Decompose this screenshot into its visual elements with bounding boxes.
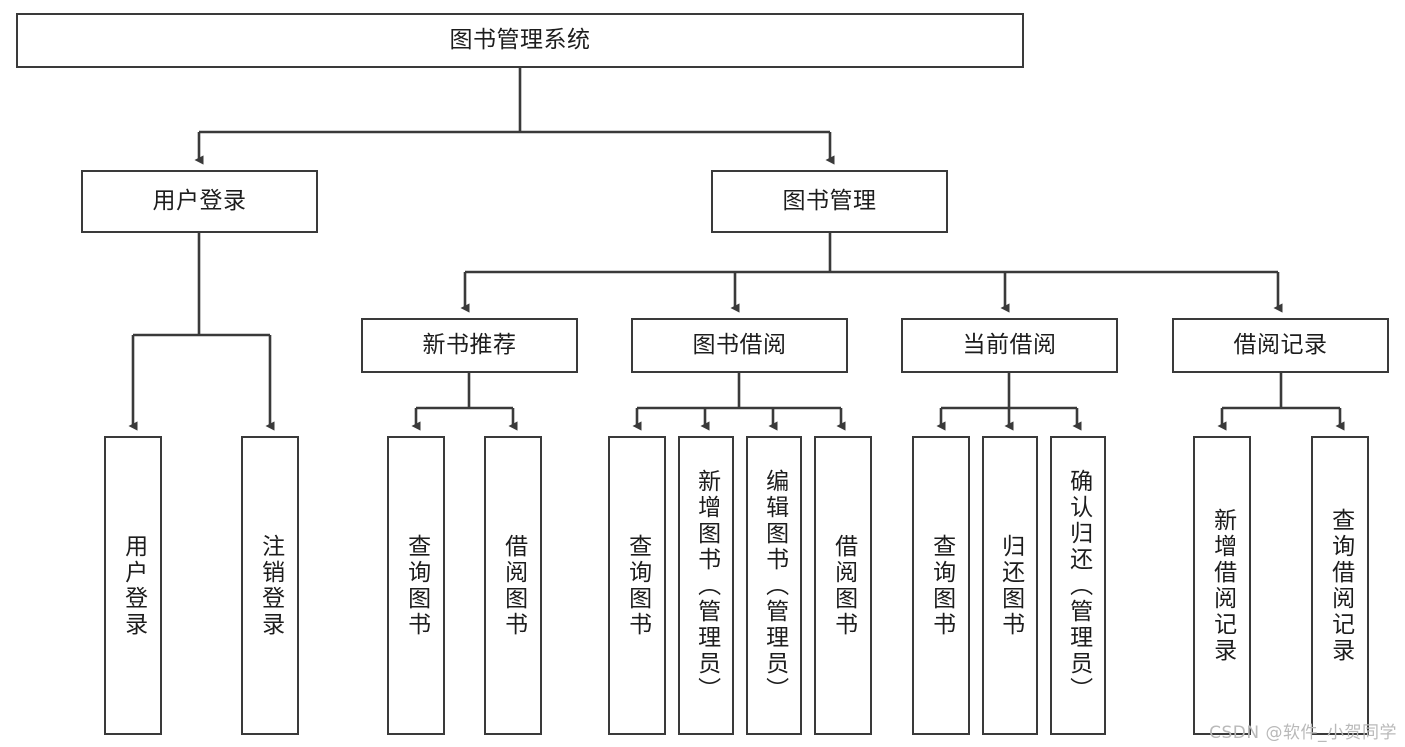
node-label: 当前借阅	[962, 331, 1057, 358]
node-label: 查询图书	[403, 533, 430, 638]
node-leaf-book-borrow-query-book[interactable]: 查询图书	[608, 436, 666, 735]
node-leaf-logout-login[interactable]: 注销登录	[241, 436, 299, 735]
node-leaf-return-book[interactable]: 归还图书	[982, 436, 1038, 735]
node-leaf-add-book-admin[interactable]: 新增图书（管理员）	[678, 436, 734, 735]
node-leaf-query-borrow-record[interactable]: 查询借阅记录	[1311, 436, 1369, 735]
node-label: 用户登录	[152, 187, 247, 214]
node-label: 图书管理系统	[449, 26, 591, 53]
node-label: 图书借阅	[692, 331, 787, 358]
node-label: 借阅图书	[830, 533, 857, 638]
node-label: 查询借阅记录	[1327, 507, 1354, 664]
node-leaf-current-borrow-query-book[interactable]: 查询图书	[912, 436, 970, 735]
watermark-text: CSDN @软件_小贺同学	[1209, 723, 1397, 743]
node-leaf-confirm-return-admin[interactable]: 确认归还（管理员）	[1050, 436, 1106, 735]
node-label: 新增借阅记录	[1209, 507, 1236, 664]
node-new-book-recommend[interactable]: 新书推荐	[361, 318, 578, 373]
node-book-borrow[interactable]: 图书借阅	[631, 318, 848, 373]
node-label: 借阅记录	[1233, 331, 1328, 358]
node-label: 新增图书（管理员）	[693, 468, 720, 703]
node-label: 查询图书	[928, 533, 955, 638]
node-label: 归还图书	[997, 533, 1024, 638]
node-leaf-new-book-query-book[interactable]: 查询图书	[387, 436, 445, 735]
node-user-login[interactable]: 用户登录	[81, 170, 318, 233]
node-borrow-record[interactable]: 借阅记录	[1172, 318, 1389, 373]
node-label: 新书推荐	[422, 331, 517, 358]
node-label: 查询图书	[624, 533, 651, 638]
node-leaf-add-borrow-record[interactable]: 新增借阅记录	[1193, 436, 1251, 735]
node-leaf-edit-book-admin[interactable]: 编辑图书（管理员）	[746, 436, 802, 735]
node-current-borrow[interactable]: 当前借阅	[901, 318, 1118, 373]
node-leaf-book-borrow-borrow-book[interactable]: 借阅图书	[814, 436, 872, 735]
node-label: 用户登录	[120, 533, 147, 638]
node-label: 图书管理	[782, 187, 877, 214]
node-leaf-new-book-borrow-book[interactable]: 借阅图书	[484, 436, 542, 735]
node-book-management[interactable]: 图书管理	[711, 170, 948, 233]
node-leaf-user-login[interactable]: 用户登录	[104, 436, 162, 735]
node-label: 注销登录	[257, 533, 284, 638]
node-label: 确认归还（管理员）	[1065, 468, 1092, 703]
node-label: 编辑图书（管理员）	[761, 468, 788, 703]
node-label: 借阅图书	[500, 533, 527, 638]
node-root-book-management-system[interactable]: 图书管理系统	[16, 13, 1024, 68]
